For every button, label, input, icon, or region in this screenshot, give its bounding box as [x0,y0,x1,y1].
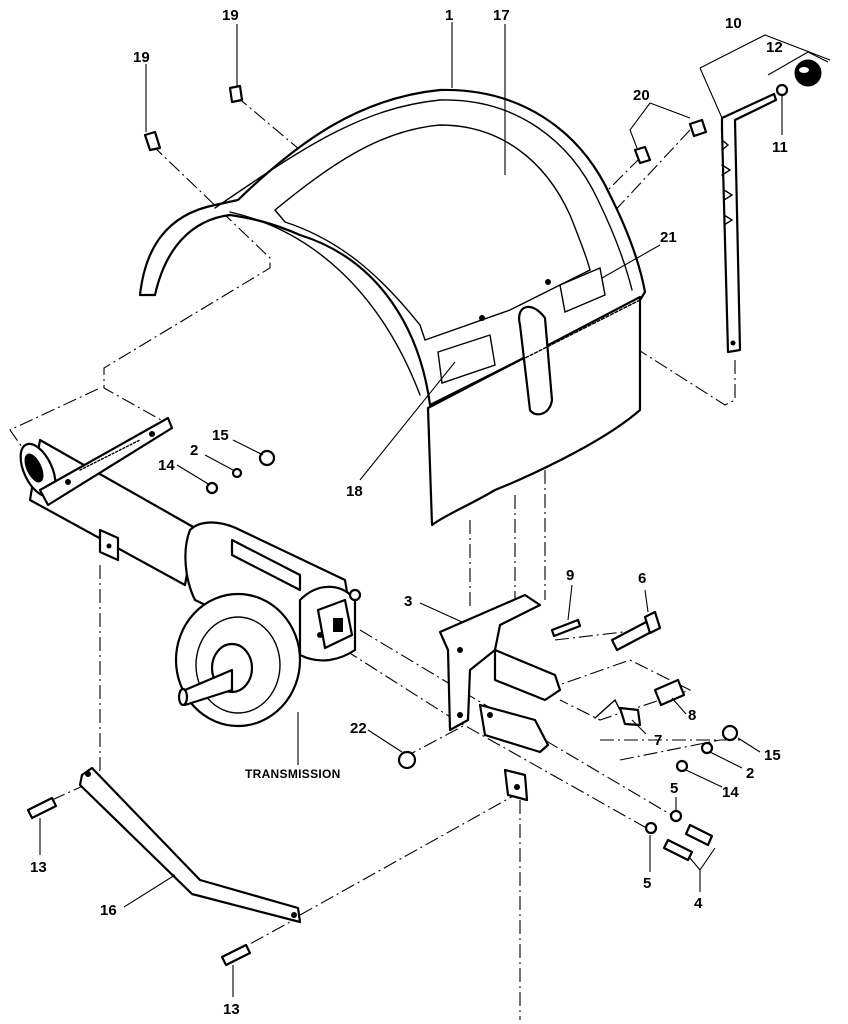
callout-17: 17 [493,7,510,24]
callout-7: 7 [654,732,662,749]
callout-1: 1 [445,7,453,24]
callout-19-top: 19 [222,7,239,24]
depth-bar-knob [794,59,822,87]
rear-flap [426,295,642,527]
callout-3: 3 [404,593,412,610]
depth-bar-nut [775,83,789,97]
callout-11: 11 [772,139,788,156]
callout-2-left: 2 [190,442,198,459]
callout-13-bottom: 13 [223,1001,240,1018]
hitch-bracket [438,593,562,802]
depth-bar [720,92,778,354]
callout-4: 4 [694,895,703,912]
tine-hood [138,88,647,407]
callout-2-right: 2 [746,765,754,782]
callout-16: 16 [100,902,117,919]
callout-19-left: 19 [133,49,150,66]
callout-15-right: 15 [764,747,781,764]
callout-6: 6 [638,570,646,587]
transmission [174,521,362,728]
transmission-label: TRANSMISSION [245,767,341,781]
callout-15-left: 15 [212,427,229,444]
callout-12: 12 [766,39,783,56]
callout-20: 20 [633,87,650,104]
leader-lines [39,22,831,997]
callout-5-lower: 5 [643,875,651,892]
callout-21: 21 [660,229,677,246]
tine-shaft-tube [19,416,197,587]
callout-8: 8 [688,707,696,724]
callout-9: 9 [566,567,574,584]
callout-13-left: 13 [30,859,47,876]
callout-14-left: 14 [158,457,175,474]
callout-numbers: 1 17 19 19 10 12 20 11 21 15 2 14 18 9 6… [30,7,788,1018]
callout-22: 22 [350,720,367,737]
callout-18: 18 [346,483,363,500]
callout-10: 10 [725,15,742,32]
hardware [26,84,739,967]
brace-bar [78,766,302,924]
callout-5-upper: 5 [670,780,678,797]
callout-14-right: 14 [722,784,739,801]
